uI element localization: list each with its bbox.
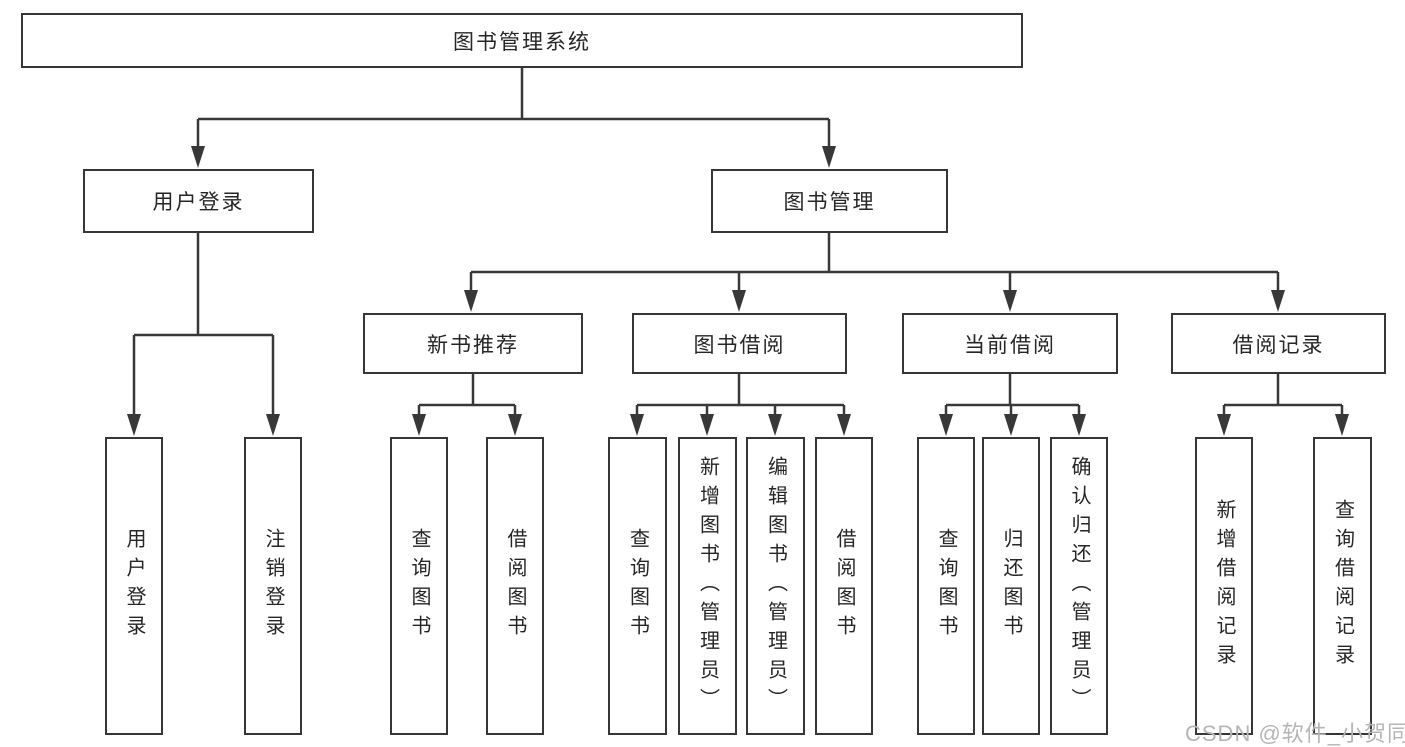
node-book-management: 图书管理 [711, 169, 948, 233]
leaf-borrow-books-borrowing: 借阅图书 [815, 437, 873, 735]
node-label: 查询图书 [626, 528, 649, 644]
node-label: 借阅记录 [1232, 333, 1325, 357]
node-label: 图书管理系统 [453, 30, 591, 54]
node-label: 借阅图书 [833, 528, 855, 644]
csdn-watermark: CSDN @软件_小贺同学 [1185, 721, 1405, 746]
leaf-edit-books-admin: 编辑图书（管理员） [746, 437, 805, 735]
node-user-login: 用户登录 [83, 169, 314, 233]
node-label: 借阅图书 [504, 528, 526, 644]
node-label: 用户登录 [152, 191, 245, 214]
node-label: 图书借阅 [693, 333, 786, 357]
leaf-query-borrow-record: 查询借阅记录 [1313, 437, 1372, 735]
node-label: 图书管理 [783, 191, 876, 214]
node-label: 归还图书 [1000, 528, 1022, 644]
node-label: 新书推荐 [427, 333, 519, 357]
leaf-user-login: 用户登录 [105, 437, 163, 735]
leaf-query-books-current: 查询图书 [917, 437, 975, 735]
node-label: 当前借阅 [964, 333, 1056, 357]
node-label: 查询图书 [408, 528, 430, 644]
node-label: 注销登录 [262, 528, 284, 644]
leaf-confirm-return-admin: 确认归还（管理员） [1050, 437, 1108, 735]
node-label: 查询图书 [935, 528, 957, 644]
node-book-borrowing: 图书借阅 [632, 313, 847, 374]
leaf-borrow-books-recommend: 借阅图书 [486, 437, 544, 735]
leaf-logout: 注销登录 [244, 437, 302, 735]
leaf-add-books-admin: 新增图书（管理员） [678, 437, 737, 735]
node-label: 编辑图书（管理员） [764, 455, 787, 717]
node-label: 新增图书（管理员） [696, 455, 719, 717]
node-library-management-system: 图书管理系统 [21, 13, 1023, 68]
leaf-query-books-recommend: 查询图书 [390, 437, 448, 735]
leaf-add-borrow-record: 新增借阅记录 [1195, 437, 1253, 735]
node-new-book-recommend: 新书推荐 [363, 313, 583, 374]
node-label: 确认归还（管理员） [1068, 455, 1090, 717]
node-label: 用户登录 [123, 528, 145, 644]
node-borrowing-records: 借阅记录 [1171, 313, 1386, 374]
node-label: 新增借阅记录 [1213, 499, 1235, 673]
node-label: 查询借阅记录 [1331, 499, 1354, 673]
node-current-borrowing: 当前借阅 [902, 313, 1118, 374]
leaf-return-books: 归还图书 [982, 437, 1040, 735]
leaf-query-books-borrowing: 查询图书 [608, 437, 667, 735]
